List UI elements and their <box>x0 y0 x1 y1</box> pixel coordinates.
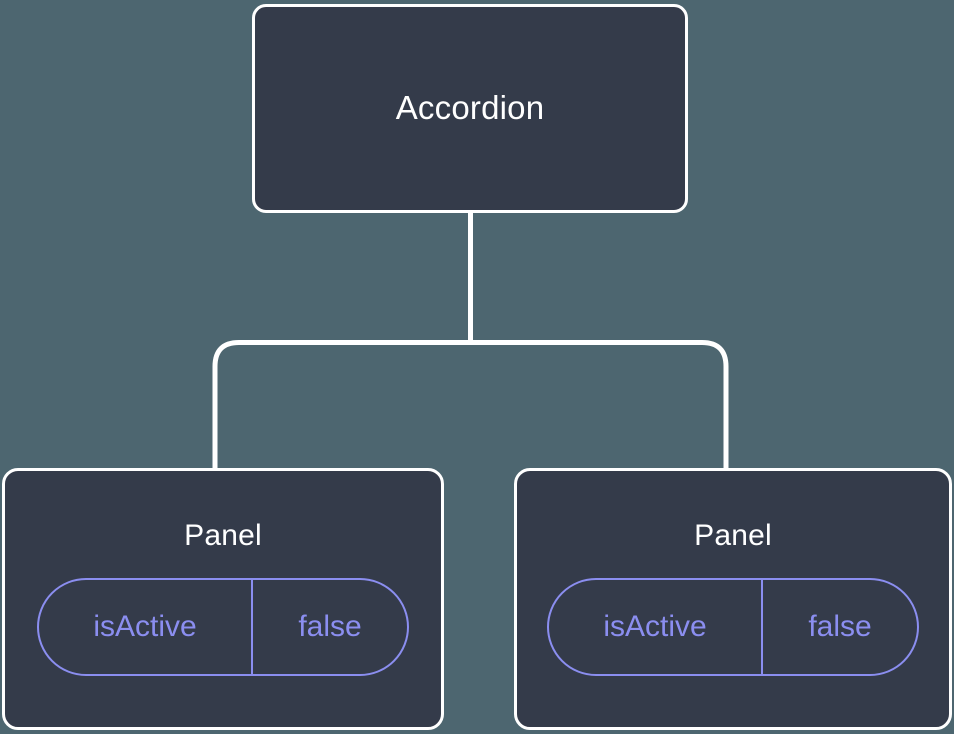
node-accordion[interactable]: Accordion <box>252 4 688 213</box>
connector-branch-right <box>470 340 729 470</box>
node-panel-2-label: Panel <box>694 519 772 552</box>
connector-branch-left <box>212 340 471 470</box>
prop-badge-key: isActive <box>39 580 253 674</box>
node-panel-2[interactable]: Panel isActive false <box>514 468 952 730</box>
node-panel-1-label: Panel <box>184 519 262 552</box>
prop-badge-value: false <box>298 610 362 643</box>
prop-badge-isactive-1[interactable]: isActive false <box>37 578 409 676</box>
node-accordion-label: Accordion <box>395 89 545 127</box>
prop-badge-value: false <box>808 610 872 643</box>
prop-badge-key: isActive <box>549 580 763 674</box>
prop-badge-isactive-2[interactable]: isActive false <box>547 578 919 676</box>
node-panel-1[interactable]: Panel isActive false <box>2 468 444 730</box>
